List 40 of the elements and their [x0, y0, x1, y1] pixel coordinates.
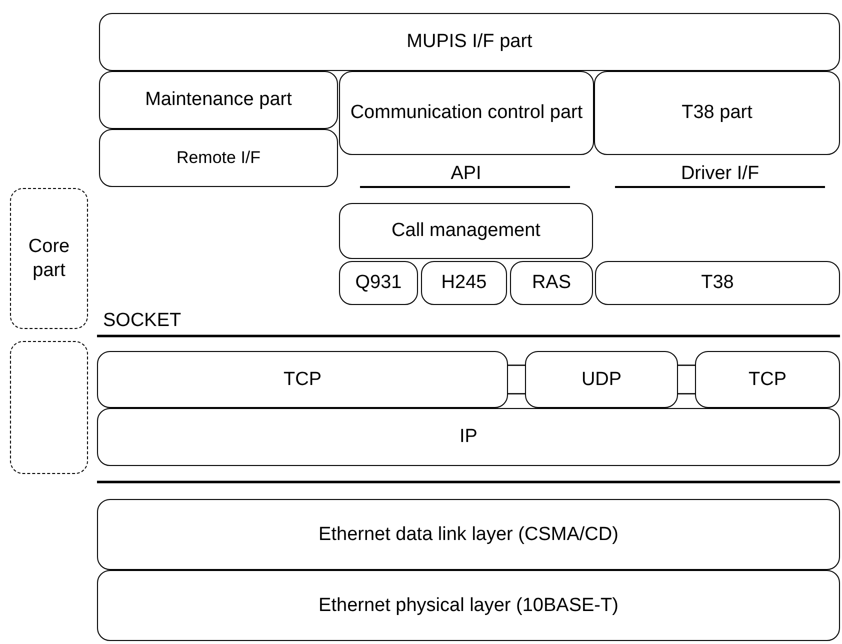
layer-label: MUPIS I/F part	[406, 30, 534, 54]
layer-label: Maintenance part	[144, 88, 293, 112]
layer-label: RAS	[530, 271, 572, 295]
layer-box	[97, 499, 840, 570]
layer-label: Ethernet data link layer (CSMA/CD)	[318, 522, 620, 546]
layer-box	[594, 71, 840, 155]
layer-label: T38	[700, 271, 735, 295]
layer-box	[339, 71, 594, 155]
interface-label: API	[450, 163, 482, 185]
layer-box	[99, 129, 338, 187]
layer-box	[421, 261, 507, 305]
layer-box	[97, 351, 508, 408]
connector-neck	[507, 364, 526, 394]
layer-box	[339, 203, 593, 259]
layer-box	[595, 261, 840, 305]
dashed-group-box	[10, 188, 88, 329]
layer-box	[510, 261, 593, 305]
interface-label: Driver I/F	[680, 163, 760, 185]
dashed-group-box	[10, 341, 88, 474]
layer-label: SOCKET	[103, 310, 182, 332]
layer-label: TCP	[748, 368, 788, 392]
layer-label: H245	[440, 271, 488, 295]
connector-neck	[677, 364, 696, 394]
layer-label: Remote I/F	[175, 147, 262, 169]
layer-label: UDP	[580, 368, 623, 392]
layer-label: Core part	[27, 234, 71, 282]
layer-label: IP	[458, 425, 478, 449]
layer-label: T38 part	[680, 101, 754, 125]
layer-label: Communication control part	[349, 101, 584, 125]
layer-box	[525, 351, 678, 408]
layer-box	[99, 13, 840, 71]
layer-box	[339, 261, 418, 305]
layer-box	[97, 570, 840, 641]
layer-label: Ethernet physical layer (10BASE-T)	[318, 594, 620, 618]
layer-box	[99, 71, 338, 129]
layer-box	[97, 408, 840, 466]
layer-box	[695, 351, 840, 408]
layer-label: TCP	[282, 368, 322, 392]
layer-label: Q931	[354, 271, 403, 295]
layer-label: Call management	[390, 219, 542, 243]
